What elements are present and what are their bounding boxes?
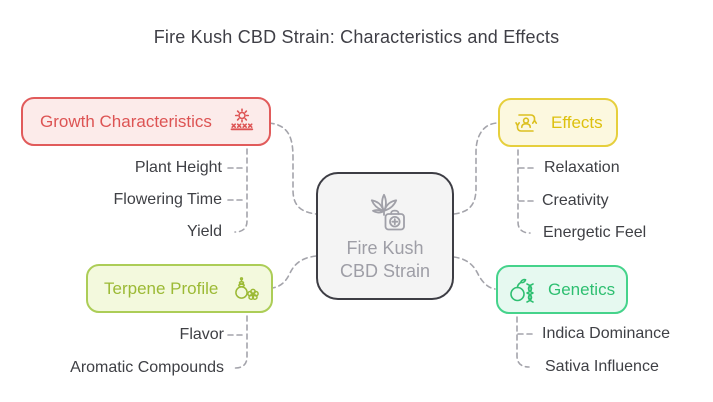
- branch-label: Genetics: [548, 279, 616, 299]
- branch-label: Terpene Profile: [104, 278, 219, 298]
- perfume-flower-icon: [231, 273, 262, 304]
- leaf-label-aromatic-compounds: Aromatic Compounds: [70, 359, 224, 376]
- sun-seedlings-icon: [227, 107, 257, 137]
- leaf-label-relaxation: Relaxation: [544, 159, 620, 176]
- leaf-label-sativa-influence: Sativa Influence: [545, 358, 659, 375]
- leaf-label-yield: Yield: [187, 223, 222, 240]
- connector-central-terpene: [271, 255, 317, 289]
- connector-effects-children: [517, 149, 531, 234]
- leaf-label-flowering-time: Flowering Time: [113, 191, 222, 208]
- connector-growth-children: [234, 148, 248, 233]
- leaf-label-energetic-feel: Energetic Feel: [543, 224, 647, 241]
- page-title: Fire Kush CBD Strain: Characteristics an…: [153, 27, 560, 47]
- fruit-dna-icon: [507, 274, 539, 306]
- connector-central-effects: [453, 122, 498, 215]
- leaf-label-creativity: Creativity: [542, 192, 609, 209]
- branch-label: Growth Characteristics: [40, 111, 212, 131]
- central-node-fire-kush-cbd-strain: Fire Kush CBD Strain: [316, 172, 454, 300]
- branch-node-growth-characteristics: Growth Characteristics: [21, 97, 271, 146]
- central-node-label: Fire Kush CBD Strain: [339, 238, 431, 281]
- connector-terpene-children: [234, 315, 248, 369]
- leaf-label-indica-dominance: Indica Dominance: [542, 325, 671, 342]
- connector-central-genetics: [453, 256, 496, 290]
- leaf-label-flavor: Flavor: [179, 326, 224, 343]
- leaf-label-plant-height: Plant Height: [134, 159, 222, 176]
- branch-node-effects: Effects: [498, 98, 618, 147]
- branch-node-genetics: Genetics: [496, 265, 628, 314]
- connector-genetics-children: [516, 316, 530, 368]
- person-cycle-icon: [511, 108, 541, 138]
- branch-node-terpene-profile: Terpene Profile: [86, 264, 273, 313]
- branch-label: Effects: [551, 112, 603, 132]
- connector-growth-central: [268, 122, 317, 215]
- cannabis-medkit-icon: [360, 189, 410, 235]
